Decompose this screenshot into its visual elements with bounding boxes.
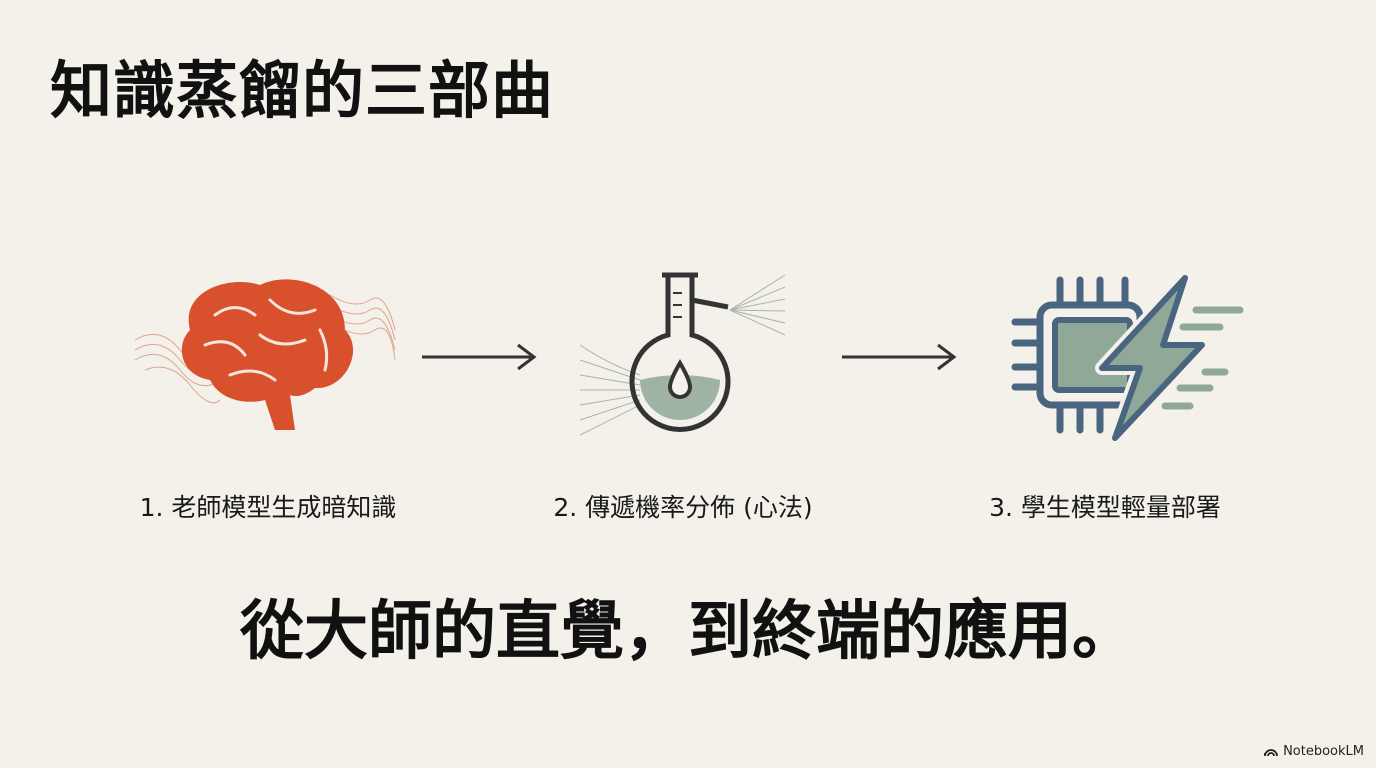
chip-lightning-icon: [1011, 271, 1244, 445]
step-3-label: 3. 學生模型輕量部署: [989, 493, 1221, 522]
arrow-icon: [422, 343, 537, 371]
tagline: 從大師的直覺，到終端的應用。: [240, 594, 1136, 669]
step-1-label: 1. 老師模型生成暗知識: [139, 493, 397, 522]
brain-icon: [134, 279, 396, 430]
notebooklm-watermark: NotebookLM: [1264, 744, 1364, 759]
slide-title: 知識蒸餾的三部曲: [50, 54, 555, 127]
flask-icon: [580, 272, 786, 436]
notebooklm-logo-icon: [1264, 749, 1278, 757]
step-2-label: 2. 傳遞機率分佈 (心法): [553, 493, 813, 522]
arrow-icon: [842, 343, 957, 371]
brand-label: NotebookLM: [1283, 744, 1364, 759]
